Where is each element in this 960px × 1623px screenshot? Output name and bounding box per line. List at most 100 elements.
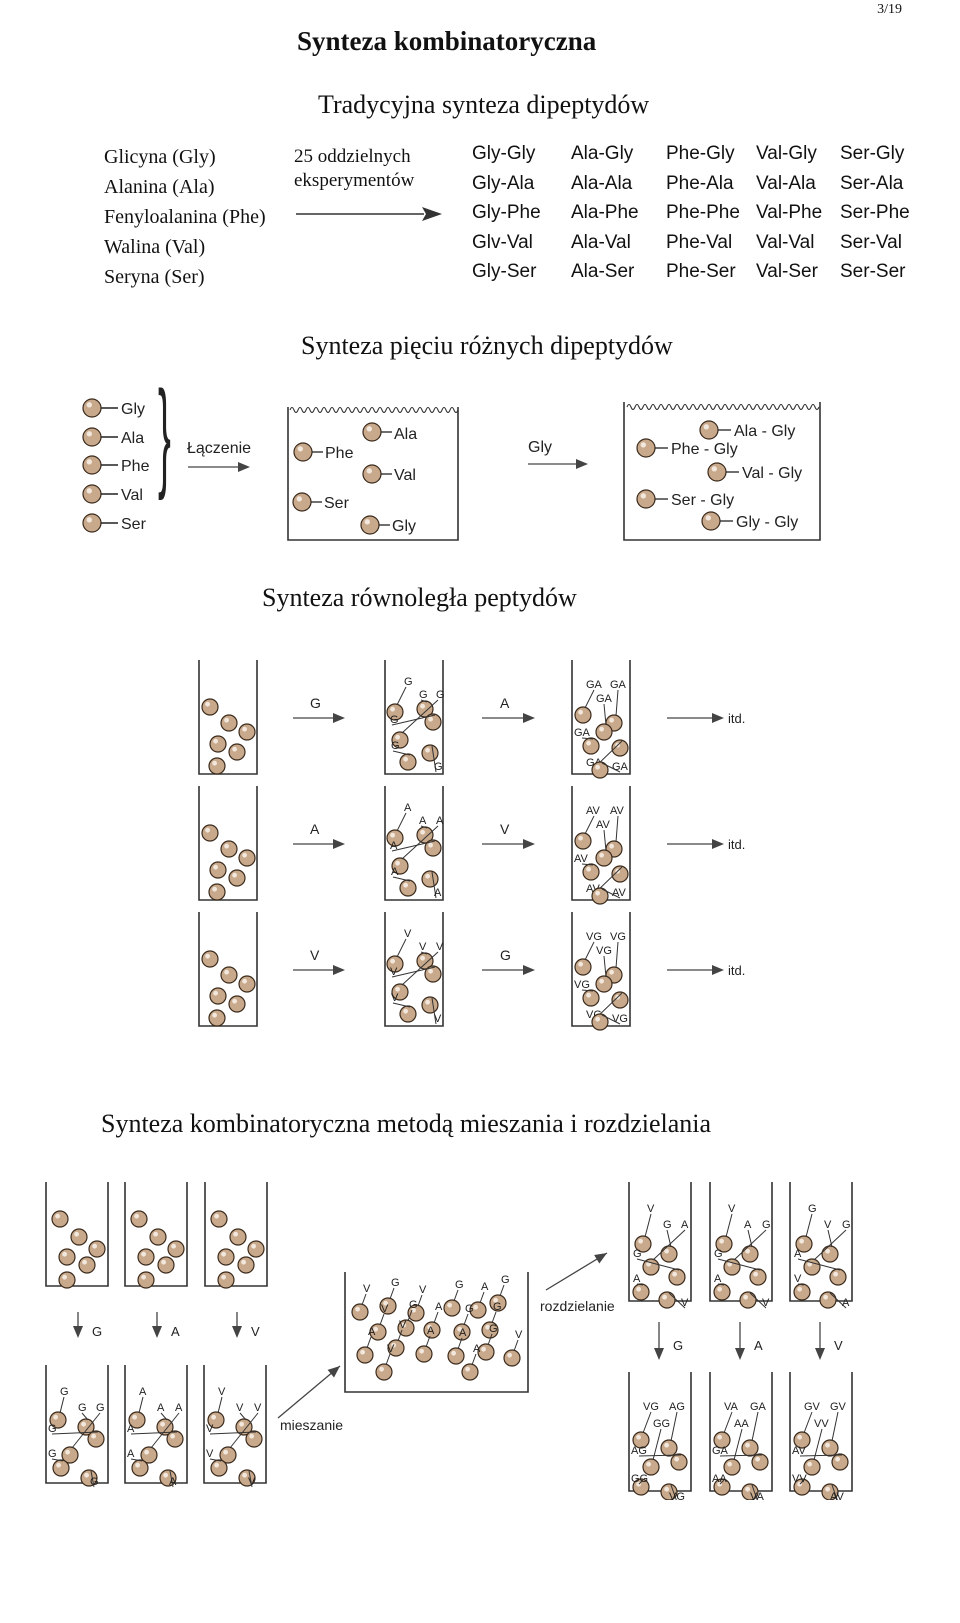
residue-label: G [808,1203,817,1215]
residue-label: GV [804,1401,821,1413]
resin-bead [137,1248,155,1266]
bead-highlight [153,1231,159,1237]
bead-highlight [81,1421,86,1427]
resin-bead [821,1439,839,1457]
residue-label: GG [631,1473,648,1485]
resin-bead [741,1439,759,1457]
resin-bead [208,883,226,901]
bead-highlight [493,1297,498,1303]
arrow-head [712,839,724,849]
residue-label: G [465,1303,474,1315]
resin-bead [58,1248,76,1266]
bead-highlight [144,1449,150,1455]
dipeptide-bead-label: Val - Gly [742,465,802,482]
peptide-chain [433,1311,439,1324]
resin-bead [351,1303,369,1321]
peptide-chain [719,1479,725,1485]
peptide-chain [229,1412,259,1449]
dipeptide-cell: Val-Gly [756,143,817,164]
bead-highlight [249,1433,255,1439]
residue-label: G [404,676,413,688]
bead-highlight [242,978,248,984]
residue-label: A [714,1273,722,1285]
amino-acid-item: Glicyna (Gly) [104,146,216,168]
residue-label: AV [596,819,611,831]
dipeptide-cell: Gly-Ala [472,173,535,194]
bead-highlight [835,1456,840,1462]
peptide-chain [799,1479,805,1485]
residue-label: G [663,1219,672,1231]
peptide-chain [797,1258,841,1271]
residue-label: V [381,1303,389,1315]
peptide-chain [805,1213,813,1238]
resin-bead [699,420,719,440]
peptide-chain [603,703,607,726]
residue-label: G [436,689,445,701]
bead-highlight [134,1213,140,1219]
residue-label: G [48,1423,57,1435]
peptide-chain [239,1412,247,1421]
solvent-surface [289,406,459,414]
resin-bead [87,1430,105,1448]
residue-label: A [794,1248,802,1260]
residue-label: G [390,714,399,726]
amino-acid-bead-label: Gly [392,518,416,535]
bead-highlight [390,706,395,712]
bead-highlight [401,1322,406,1328]
bead-highlight [425,747,430,753]
residue-label: G [90,1476,99,1488]
resin-bead [149,1228,167,1246]
peptide-chain [379,1313,385,1326]
peptide-chain [491,1311,497,1324]
reagent-label: G [673,1338,683,1353]
residue-label: V [390,966,398,978]
peptide-chain [717,1258,761,1271]
dipeptide-cell: Phe-Val [666,232,733,253]
reagent-label: A [310,821,320,837]
peptide-chain [391,840,436,852]
residue-label: G [633,1248,642,1260]
resin-bead [741,1245,759,1263]
resin-bead [228,869,246,887]
residue-label: A [368,1326,376,1338]
bead-highlight [403,882,408,888]
peptide-chain [59,1396,65,1414]
bead-highlight [232,746,238,752]
residue-label: AV [610,805,625,817]
resin-bead [360,515,380,535]
bead-highlight [212,886,218,892]
peptide-chain [601,762,621,773]
bead-highlight [428,842,433,848]
peptide-chain [751,1484,758,1500]
arrow-head [152,1326,162,1338]
resin-bead [78,1256,96,1274]
resin-bead [167,1240,185,1258]
arrow-head [523,713,535,723]
residue-label: AG [631,1445,647,1457]
bead-highlight [211,1414,217,1420]
resin-bead [831,1453,849,1471]
residue-label: VV [792,1473,807,1485]
arrow-head [654,1348,664,1360]
dipeptide-cell: Phe-Ser [666,261,736,282]
residue-label: A [436,815,444,827]
residue-label: V [399,1319,407,1331]
resin-bead [228,743,246,761]
reaction-vessel [198,786,258,901]
peptide-chain [397,1329,403,1342]
resin-bead [670,1453,688,1471]
peptide-chain [457,1337,463,1350]
bead-highlight [141,1251,147,1257]
peptide-chain [396,812,407,832]
residue-label: V [515,1329,523,1341]
bead-highlight [161,1259,167,1265]
bead-highlight [411,1307,416,1313]
dipeptide-bead-label: Gly - Gly [736,514,798,531]
residue-label: A [427,1325,435,1337]
resin-bead [209,987,227,1005]
peptide-chain [831,1484,838,1500]
peptide-chain [401,825,439,860]
reaction-vessel [623,402,821,541]
peptide-chain [401,951,439,986]
